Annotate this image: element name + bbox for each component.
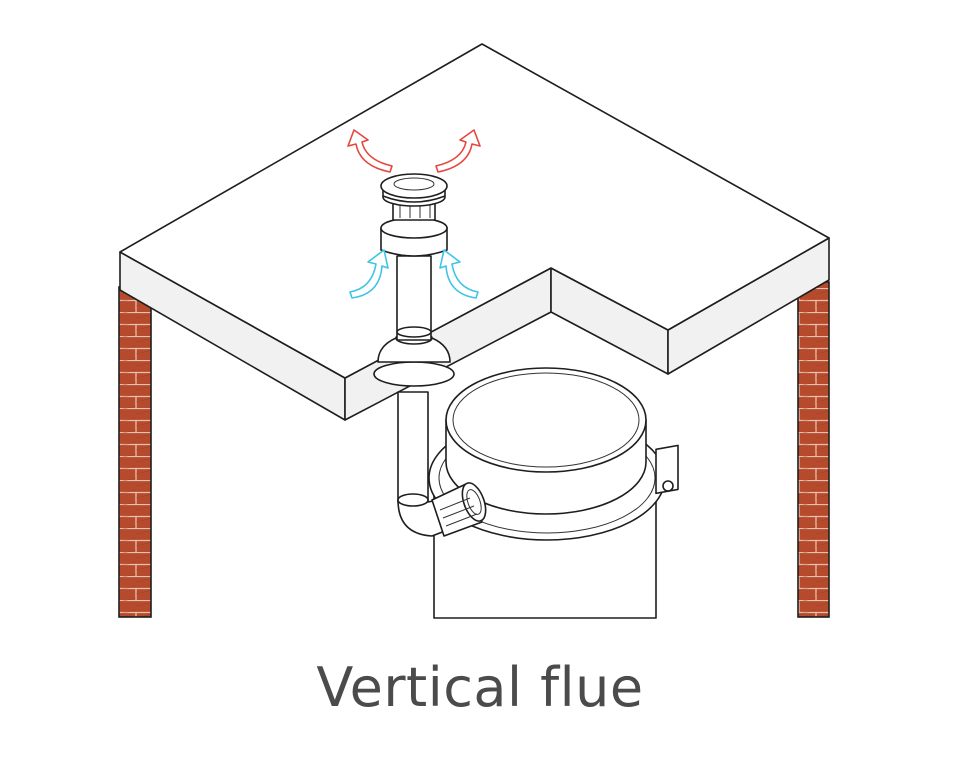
left-brick-wall bbox=[118, 286, 152, 618]
diagram-caption: Vertical flue bbox=[316, 656, 644, 719]
boiler-unit bbox=[428, 367, 679, 619]
flue-pipe bbox=[373, 173, 487, 537]
intake-arrows-icon bbox=[349, 249, 479, 299]
ceiling-slab bbox=[119, 43, 830, 421]
right-brick-wall bbox=[797, 281, 830, 618]
exhaust-arrows-icon bbox=[347, 129, 481, 173]
